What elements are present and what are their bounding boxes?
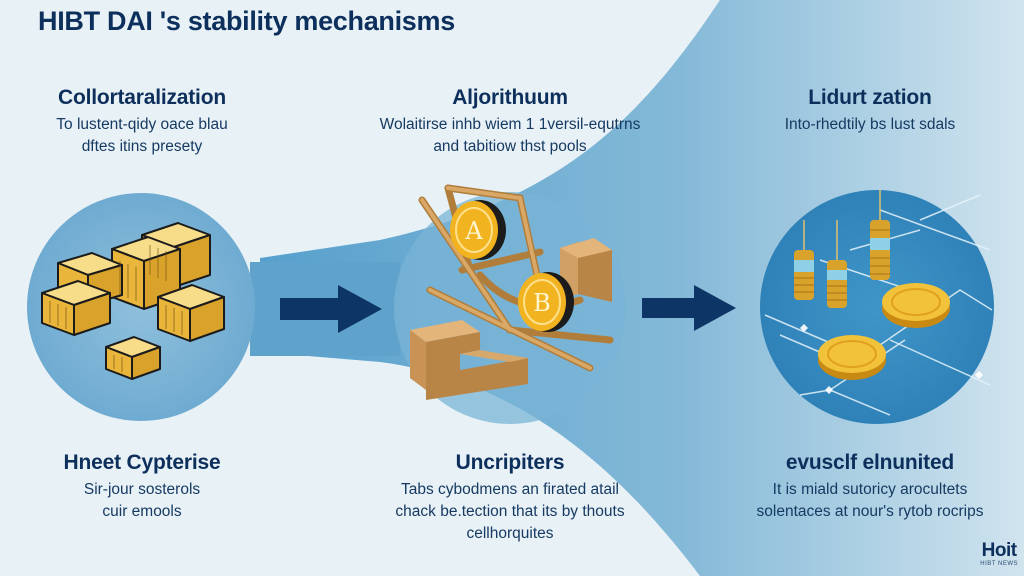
coin-stack-icon	[827, 220, 847, 308]
gold-coin-icon	[882, 283, 950, 328]
description-line: It is miald sutoricy arocultets	[772, 481, 968, 498]
liquidation-circle	[760, 190, 994, 424]
coin-label: B	[533, 289, 551, 317]
flow-arrow-icon	[642, 285, 736, 331]
description-line: dftes itins presety	[81, 138, 203, 155]
brand-logo: Hoit HIBT NEWS	[980, 540, 1018, 568]
section-heading: evusclf elnunited	[785, 451, 955, 474]
section-bottom-center: Uncripiters Tabs cybodmens an firated at…	[340, 450, 680, 545]
coin-stack-icon	[794, 220, 814, 300]
gold-coin-icon	[818, 335, 886, 380]
description-line: chack be.tection that its by thouts	[395, 503, 625, 520]
coin-a-icon: A	[450, 200, 506, 260]
coin-label: A	[464, 217, 483, 245]
section-liquidation: Lidurt zation Into-rhedtily bs lust sdal…	[740, 85, 1000, 136]
section-description: To lustent-qidy oace blau dftes itins pr…	[10, 114, 274, 158]
coin-b-icon: B	[518, 272, 574, 332]
description-line: Wolaitirse inhb wiem 1 1versil-equtrns	[379, 116, 641, 133]
description-line: solentaces at nour's rytob rocrips	[756, 503, 984, 520]
gold-bar-icon	[105, 336, 161, 380]
section-bottom-left: Hneet Cypterise Sir-jour sosterols cuir …	[10, 450, 274, 523]
section-heading: Uncripiters	[455, 451, 565, 474]
description-line: cuir emools	[102, 503, 182, 520]
description-line: Sir-jour sosterols	[83, 481, 201, 498]
gold-bar-icon	[41, 280, 111, 336]
section-description: Wolaitirse inhb wiem 1 1versil-equtrns a…	[340, 114, 680, 158]
liquidation-network-illustration	[764, 190, 993, 416]
description-line: Tabs cybodmens an firated atail	[401, 481, 619, 498]
section-description: Into-rhedtily bs lust sdals	[740, 114, 1000, 136]
section-description: Tabs cybodmens an firated atail chack be…	[340, 479, 680, 545]
description-line: Into-rhedtily bs lust sdals	[784, 116, 956, 133]
description-line: To lustent-qidy oace blau	[56, 116, 228, 133]
logo-subtext: HIBT NEWS	[980, 561, 1018, 567]
gold-bar-icon	[157, 284, 225, 342]
section-algorithm: Aljorithuum Wolaitirse inhb wiem 1 1vers…	[340, 85, 680, 158]
section-description: Sir-jour sosterols cuir emools	[10, 479, 274, 523]
section-heading: Aljorithuum	[452, 86, 568, 109]
section-description: It is miald sutoricy arocultets solentac…	[720, 479, 1020, 523]
background-swoosh	[260, 0, 1024, 576]
description-line: cellhorquites	[466, 525, 554, 542]
logo-mark: Hoit	[981, 540, 1017, 561]
gold-bars-illustration	[41, 222, 225, 380]
section-heading: Lidurt zation	[808, 86, 932, 109]
wooden-block-icon	[410, 320, 528, 400]
description-line: and tabitiow thst pools	[433, 138, 587, 155]
flow-arrow-icon	[280, 285, 382, 333]
coin-balance-illustration: A B	[410, 184, 614, 400]
section-bottom-right: evusclf elnunited It is miald sutoricy a…	[720, 450, 1020, 523]
section-heading: Collortaralization	[58, 86, 226, 109]
section-collateralization: Collortaralization To lustent-qidy oace …	[10, 85, 274, 158]
coin-stack-icon	[870, 190, 890, 280]
section-heading: Hneet Cypterise	[63, 451, 221, 474]
page-title: HIBT DAI 's stability mechanisms	[38, 6, 455, 36]
